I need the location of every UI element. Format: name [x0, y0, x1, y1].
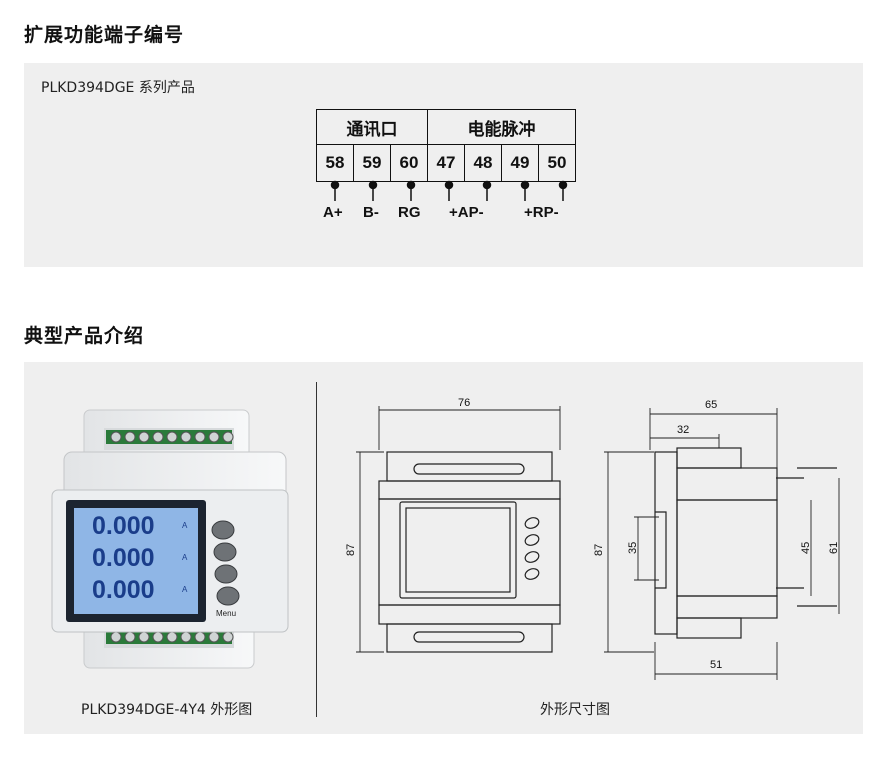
terminal-table: 通讯口 电能脉冲 58 59 60 47 48 49 50	[316, 109, 576, 182]
dimension-caption: 外形尺寸图	[540, 702, 610, 718]
dim-inner: 45	[800, 542, 812, 554]
menu-label: Menu	[216, 609, 236, 618]
lcd-unit: A	[182, 521, 188, 530]
lcd-reading: 0.000	[92, 544, 155, 572]
lcd-unit: A	[182, 585, 188, 594]
section-title-terminals: 扩展功能端子编号	[24, 24, 185, 46]
lcd-reading: 0.000	[92, 576, 155, 604]
key-button[interactable]	[213, 542, 237, 562]
divider	[316, 382, 317, 717]
dimension-drawing: 76 87 65 32 87 35 45 61 51	[345, 397, 840, 680]
terminal-block-bottom	[106, 630, 234, 644]
terminal-number: 59	[353, 144, 391, 182]
product-panel: 0.000 0.000 0.000 A A A Menu PLKD394DGE-…	[24, 362, 863, 734]
pin-label-b: B-	[363, 204, 379, 221]
product-photo: 0.000 0.000 0.000 A A A Menu	[51, 409, 289, 669]
dim-side-width: 65	[705, 399, 717, 411]
section-title-products: 典型产品介绍	[24, 325, 145, 347]
front-top-module	[386, 451, 553, 482]
group-comm: 通讯口	[316, 109, 428, 145]
pin-label-rp: +RP-	[524, 204, 559, 221]
terminal-leads	[330, 180, 568, 201]
terminal-block-top	[106, 430, 234, 444]
dim-side-top: 32	[677, 424, 689, 436]
dim-rail: 35	[627, 542, 639, 554]
front-bottom-module	[386, 623, 553, 653]
pin-label-a: A+	[323, 204, 343, 221]
key-button[interactable]	[214, 564, 238, 584]
terminal-number: 49	[501, 144, 539, 182]
dim-outer: 61	[828, 542, 840, 554]
menu-button[interactable]	[216, 586, 240, 606]
key-button[interactable]	[211, 520, 235, 540]
terminal-number: 58	[316, 144, 354, 182]
dim-front-height: 87	[345, 544, 357, 556]
terminal-number: 50	[538, 144, 576, 182]
group-pulse: 电能脉冲	[427, 109, 576, 145]
pin-label-ap: +AP-	[449, 204, 484, 221]
terminal-panel: PLKD394DGE 系列产品 通讯口 电能脉冲 58 59 60 47 48 …	[24, 63, 863, 267]
terminal-number: 48	[464, 144, 502, 182]
lcd-reading: 0.000	[92, 512, 155, 540]
lcd-screen	[74, 508, 198, 614]
dim-side-height: 87	[593, 544, 605, 556]
dim-bottom: 51	[710, 659, 722, 671]
product-caption: PLKD394DGE-4Y4 外形图	[81, 702, 253, 718]
lcd-unit: A	[182, 553, 188, 562]
terminal-number: 47	[427, 144, 465, 182]
dim-front-width: 76	[458, 397, 470, 409]
pin-label-rg: RG	[398, 204, 421, 221]
series-label: PLKD394DGE 系列产品	[41, 80, 195, 96]
